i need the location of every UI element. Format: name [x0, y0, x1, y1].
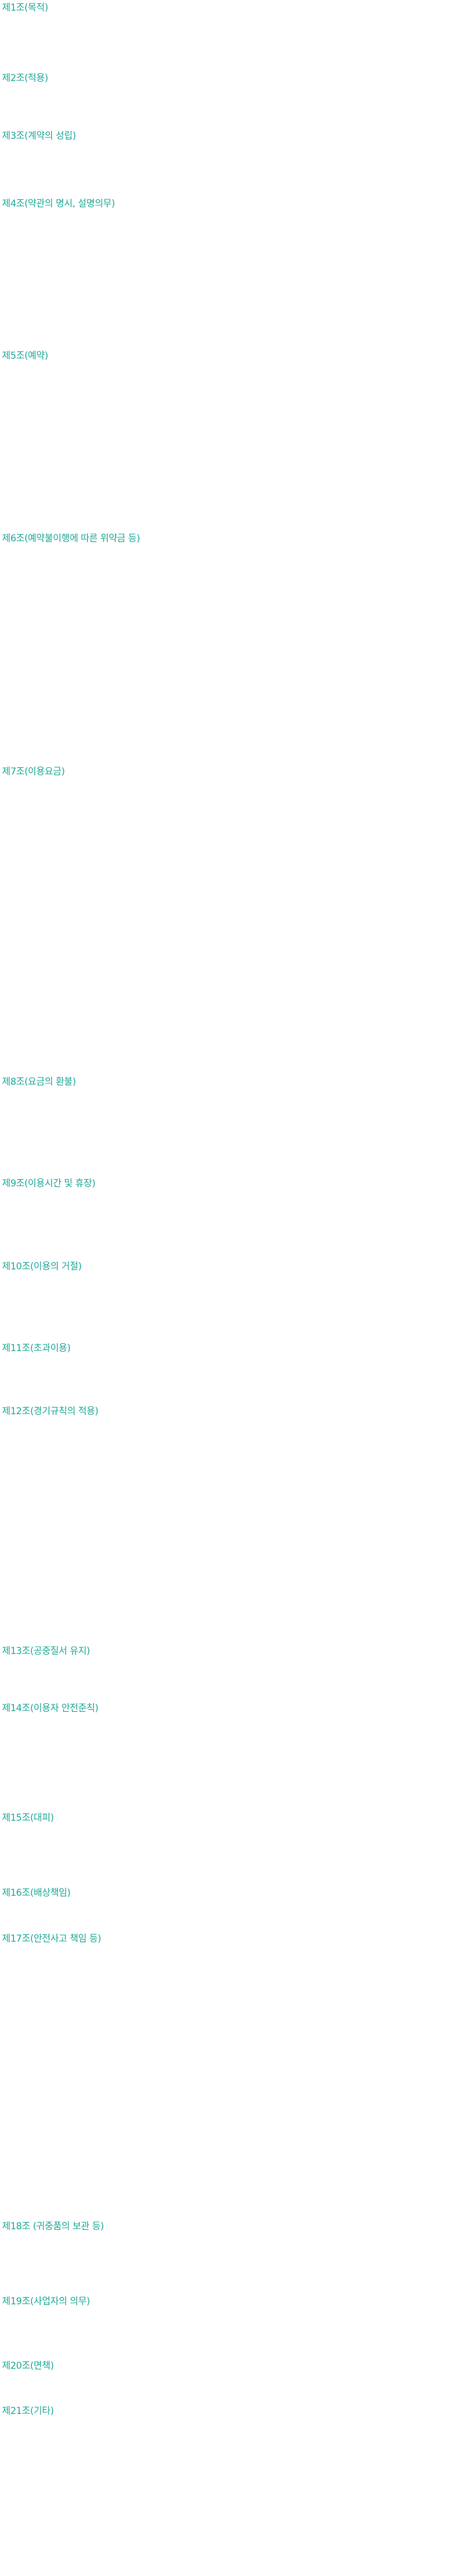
article-heading-7: 제7조(이용요금) [2, 767, 65, 777]
article-heading-21: 제21조(기타) [2, 2406, 54, 2417]
article-heading-17: 제17조(안전사고 책임 등) [2, 1934, 102, 1944]
article-heading-9: 제9조(이용시간 및 휴장) [2, 1178, 96, 1189]
article-heading-8: 제8조(요금의 환불) [2, 1077, 76, 1087]
article-heading-5: 제5조(예약) [2, 351, 49, 361]
article-heading-14: 제14조(이용자 안전준칙) [2, 1703, 98, 1714]
article-heading-13: 제13조(공중질서 유지) [2, 1646, 90, 1657]
article-heading-20: 제20조(면책) [2, 2361, 54, 2371]
article-heading-4: 제4조(약관의 명시, 설명의무) [2, 199, 115, 209]
article-heading-11: 제11조(초과이용) [2, 1343, 71, 1354]
article-heading-12: 제12조(경기규칙의 적용) [2, 1406, 98, 1417]
article-heading-15: 제15조(대피) [2, 1813, 54, 1823]
article-heading-2: 제2조(적용) [2, 73, 49, 84]
article-heading-3: 제3조(계약의 성립) [2, 131, 76, 141]
article-heading-19: 제19조(사업자의 의무) [2, 2296, 90, 2307]
article-heading-10: 제10조(이용의 거절) [2, 1261, 82, 1272]
article-heading-6: 제6조(예약불이행에 따른 위약금 등) [2, 533, 140, 544]
article-heading-16: 제16조(배상책임) [2, 1888, 71, 1898]
article-heading-18: 제18조 (귀중품의 보관 등) [2, 2221, 104, 2232]
article-heading-1: 제1조(목적) [2, 3, 49, 13]
